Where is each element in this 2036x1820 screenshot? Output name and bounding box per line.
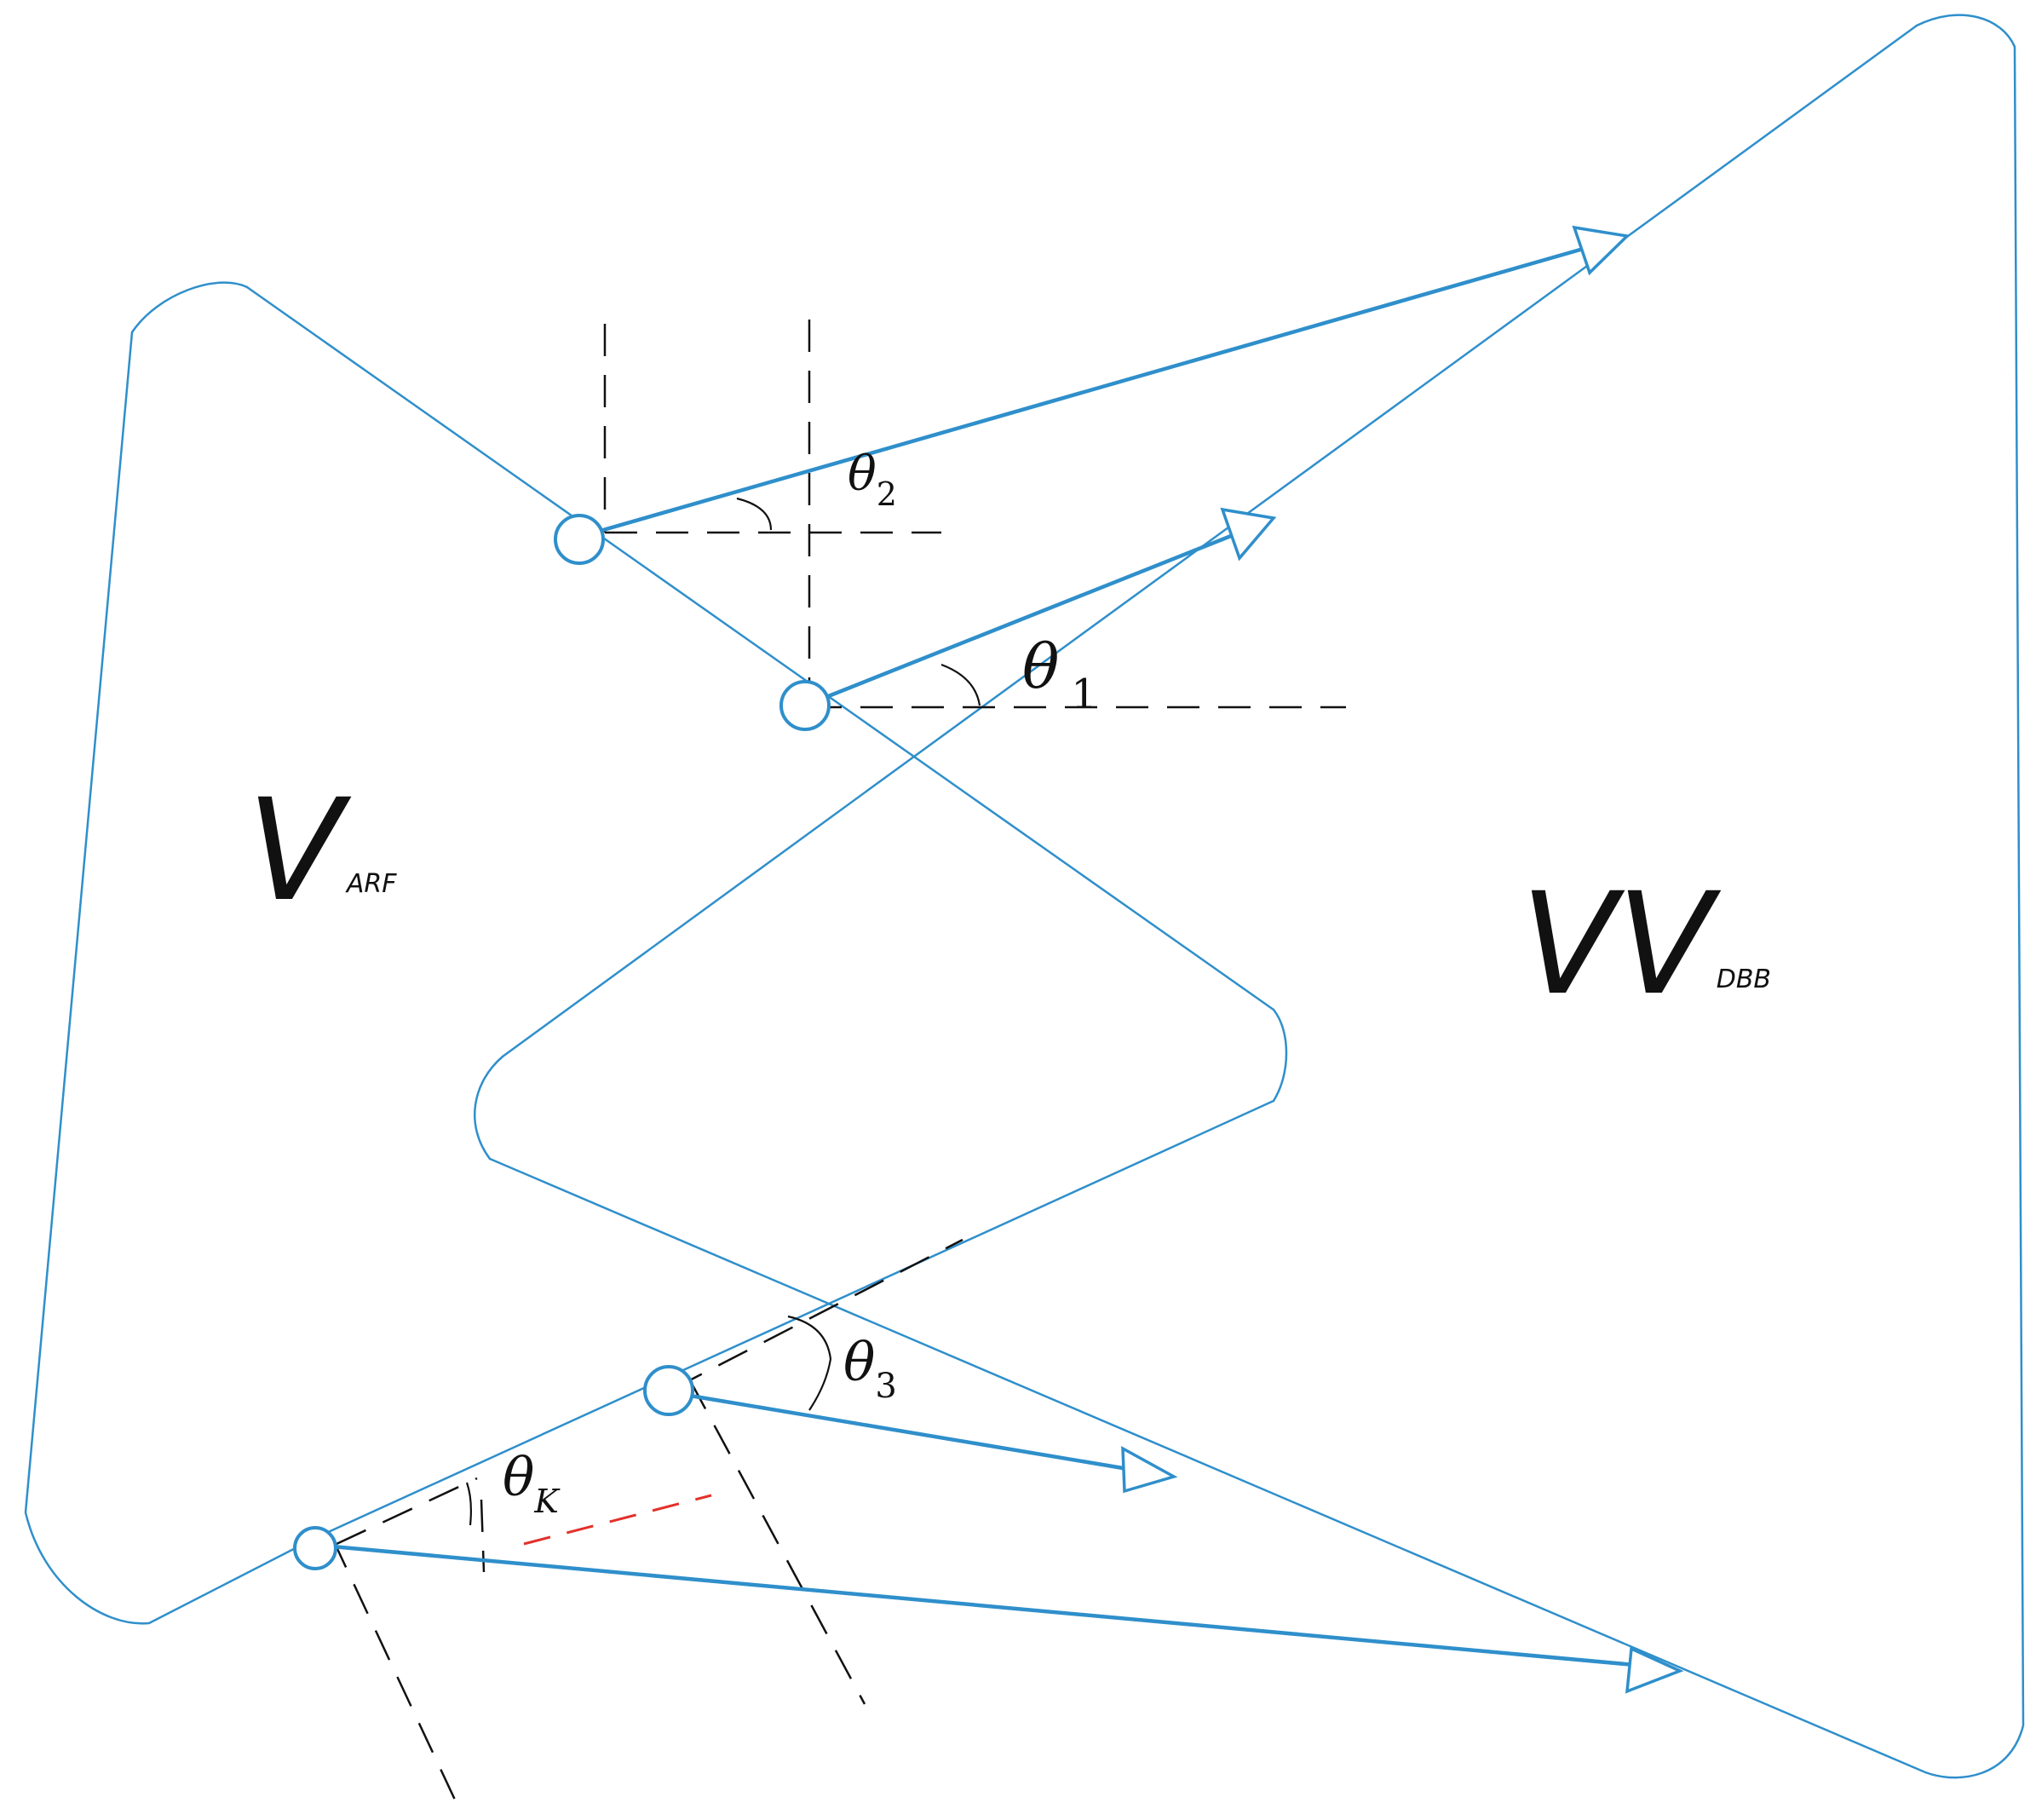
label-thetak-sub: K bbox=[533, 1483, 561, 1520]
ref-normal-k bbox=[331, 1537, 462, 1811]
label-left-region-sub: ARF bbox=[345, 869, 397, 899]
label-theta3: θ3 bbox=[843, 1331, 897, 1406]
label-thetak-symbol: θ bbox=[503, 1446, 534, 1508]
label-theta3-sub: 3 bbox=[875, 1367, 896, 1406]
left-region-outline bbox=[24, 281, 317, 1625]
angle-arc-theta1 bbox=[940, 663, 981, 706]
right-region-outline bbox=[488, 14, 2025, 1779]
right-inner-tip bbox=[474, 1055, 504, 1161]
label-theta1-sub: 1 bbox=[1071, 671, 1097, 718]
angle-arc-thetak bbox=[465, 1482, 472, 1526]
label-theta1-symbol: θ bbox=[1022, 631, 1059, 702]
left-upper-diagonal bbox=[245, 285, 1275, 1011]
vector-3-arrowhead bbox=[1121, 1445, 1178, 1494]
vector-2-arrowhead bbox=[1572, 225, 1631, 276]
label-right-region-sub: DBB bbox=[1717, 965, 1771, 994]
label-theta2-symbol: θ bbox=[848, 446, 877, 502]
vector-3-shaft bbox=[687, 1393, 1136, 1472]
right-upper-diagonal bbox=[501, 24, 1918, 1058]
vector-1-shaft bbox=[824, 530, 1242, 700]
pivot-circle-3 bbox=[643, 1365, 694, 1416]
left-lower-return bbox=[313, 1099, 1275, 1540]
ref-red-dash bbox=[523, 1494, 712, 1546]
label-thetak: θK bbox=[503, 1446, 561, 1520]
pivot-circle-2 bbox=[554, 514, 605, 565]
label-theta3-symbol: θ bbox=[843, 1331, 875, 1393]
pivot-circle-1 bbox=[779, 680, 831, 731]
pivot-circle-k bbox=[293, 1526, 337, 1570]
vector-k-arrowhead bbox=[1625, 1646, 1684, 1694]
label-theta2-sub: 2 bbox=[877, 475, 897, 513]
angle-arc-theta3 bbox=[787, 1315, 832, 1411]
angle-arc-theta2 bbox=[736, 497, 773, 531]
vector-2-shaft bbox=[601, 247, 1583, 533]
ref-diagonal-k bbox=[336, 1477, 478, 1546]
label-right-region-main: VV bbox=[1521, 862, 1722, 1026]
vector-1-arrowhead bbox=[1220, 507, 1277, 562]
label-left-region-main: V bbox=[247, 769, 352, 932]
vector-k-shaft bbox=[330, 1544, 1647, 1668]
ref-normal-3 bbox=[688, 1379, 866, 1705]
ref-diagonal-3 bbox=[672, 1238, 963, 1391]
left-inner-tip bbox=[1272, 1008, 1288, 1103]
label-theta2: θ2 bbox=[848, 446, 897, 513]
